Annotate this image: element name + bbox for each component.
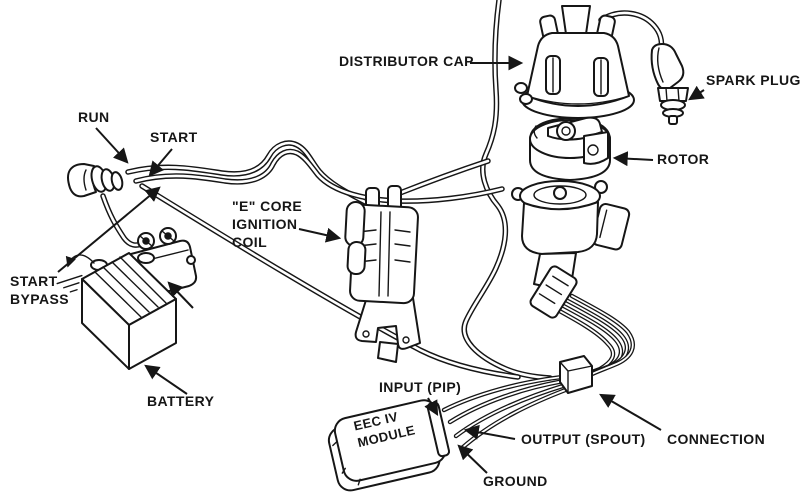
rotor-drawing xyxy=(529,116,611,181)
coil-arrow xyxy=(298,227,342,243)
battery-drawing xyxy=(56,252,177,370)
label-coil-line1: "E" CORE xyxy=(232,198,303,214)
output-spout-arrow xyxy=(463,424,516,440)
label-distributor-cap: DISTRIBUTOR CAP xyxy=(339,53,474,69)
input-pip-arrow xyxy=(424,397,439,416)
rotor-arrow xyxy=(612,151,654,167)
spark-plug-drawing xyxy=(650,43,689,125)
solenoid-pointer-arrow xyxy=(167,281,194,309)
ground-arrow xyxy=(457,444,488,474)
ignition-switch-drawing xyxy=(67,163,124,198)
label-coil-line2: IGNITION xyxy=(232,216,298,232)
label-ground: GROUND xyxy=(483,473,548,489)
connection-clip-drawing xyxy=(559,355,593,394)
wire-switch-diagonal xyxy=(142,186,518,377)
spark-plug-arrow xyxy=(688,85,705,101)
wire-switch-to-solenoid xyxy=(103,196,142,245)
ignition-coil-drawing xyxy=(344,185,421,363)
eec-module-drawing xyxy=(327,399,451,492)
label-input-pip: INPUT (PIP) xyxy=(379,379,462,395)
start-bypass-arrow xyxy=(57,186,161,273)
start-arrow xyxy=(148,148,173,177)
distributor-base-drawing xyxy=(511,180,631,319)
leader-arrows xyxy=(57,55,705,474)
label-run: RUN xyxy=(78,109,110,125)
label-output-spout: OUTPUT (SPOUT) xyxy=(521,431,646,447)
connection-arrow xyxy=(599,393,662,431)
wire-coil-crossover xyxy=(400,161,488,193)
label-coil-line3: COIL xyxy=(232,234,268,250)
wire-run-to-coil xyxy=(128,143,365,202)
label-rotor: ROTOR xyxy=(657,151,710,167)
label-start: START xyxy=(150,129,198,145)
label-start-bypass-line2: BYPASS xyxy=(10,291,69,307)
label-battery: BATTERY xyxy=(147,393,215,409)
label-spark-plug: SPARK PLUG xyxy=(706,72,800,88)
battery-arrow xyxy=(144,364,188,395)
distributor-cap-drawing xyxy=(514,5,635,119)
label-connection: CONNECTION xyxy=(667,431,766,447)
label-start-bypass-line1: START xyxy=(10,273,58,289)
run-arrow xyxy=(95,127,129,164)
